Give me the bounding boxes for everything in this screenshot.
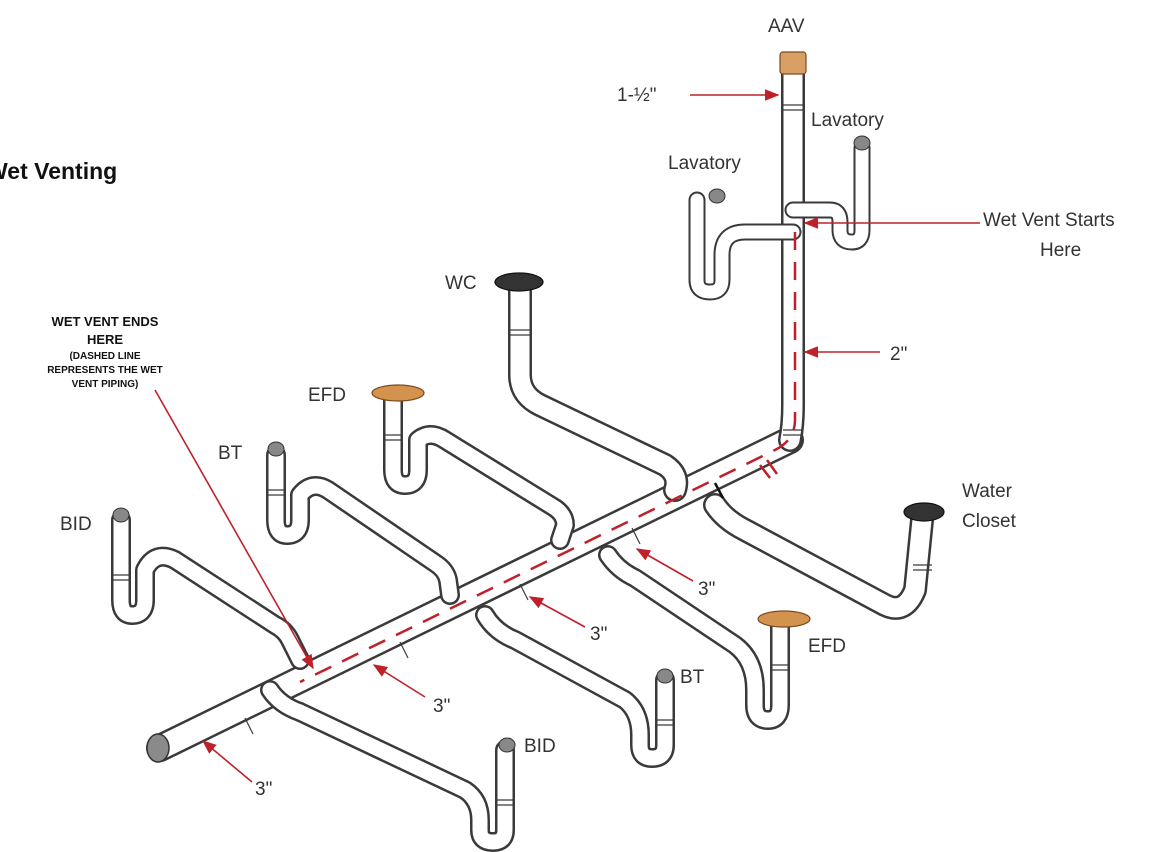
main-size-label-3: 3" xyxy=(433,696,450,717)
wet-vent-ends-label: WET VENT ENDS xyxy=(52,314,159,329)
efd-left-label: EFD xyxy=(308,385,346,406)
wet-vent-starts-label: Wet Vent Starts xyxy=(983,210,1115,231)
pipe-couplings xyxy=(113,104,932,806)
water-closet-label-line2: Closet xyxy=(962,511,1017,532)
bt-left-branch-pipe xyxy=(266,445,460,605)
wet-vent-note-line1: (DASHED LINE xyxy=(69,351,140,362)
bt-right-branch-pipe xyxy=(475,605,675,768)
bid-left-branch-pipe xyxy=(111,510,310,670)
bt-right-label: BT xyxy=(680,667,705,688)
bid-right-branch-pipe xyxy=(260,680,515,852)
aav-cap xyxy=(779,51,807,75)
efd-right-branch-pipe xyxy=(598,545,790,730)
pipe-network xyxy=(111,58,934,852)
water-closet-flange xyxy=(903,502,945,522)
wet-vent-note-line2: REPRESENTS THE WET xyxy=(47,365,163,376)
wet-vent-ends-arrow xyxy=(154,389,314,670)
aav-label: AAV xyxy=(768,16,805,37)
bt-left-label: BT xyxy=(218,443,243,464)
vent-size-label: 1-½" xyxy=(617,85,656,106)
stack-size-label: 2" xyxy=(890,344,907,365)
water-closet-branch-pipe xyxy=(703,493,934,620)
main-size-arrow-1 xyxy=(635,548,694,582)
wc-branch-pipe xyxy=(508,278,689,502)
main-size-arrow-2 xyxy=(528,596,586,628)
water-closet-label: Water xyxy=(962,481,1013,502)
fixture-tailpiece-caps xyxy=(112,135,871,753)
wet-vent-note-line3: VENT PIPING) xyxy=(72,379,139,390)
bid-right-label: BID xyxy=(524,736,556,757)
diagram-title: Wet Venting xyxy=(0,158,117,184)
vertical-stack-pipe xyxy=(778,58,805,452)
diagram-labels: Wet Venting AAV 1-½" Lavatory Lavatory W… xyxy=(0,16,1115,800)
bid-left-label: BID xyxy=(60,514,92,535)
main-size-arrow-3 xyxy=(372,664,426,698)
wet-vent-ends-label-line2: HERE xyxy=(87,332,123,347)
main-size-label-1: 3" xyxy=(698,579,715,600)
wc-flange xyxy=(494,272,544,292)
efd-left-cap xyxy=(371,384,425,402)
lavatory-left-label: Lavatory xyxy=(668,153,741,174)
lavatory-left-trap xyxy=(688,191,802,301)
efd-right-cap xyxy=(757,610,811,628)
main-drain-pipe xyxy=(146,426,804,762)
main-drain-cleanout-cap xyxy=(146,733,170,763)
wc-label: WC xyxy=(445,273,477,294)
lavatory-right-trap xyxy=(784,139,871,251)
main-size-arrow-4 xyxy=(201,740,253,783)
callout-arrows xyxy=(154,89,980,783)
lavatory-right-label: Lavatory xyxy=(811,110,884,131)
wet-vent-starts-label-line2: Here xyxy=(1040,240,1081,261)
wet-vent-dashed-line xyxy=(299,232,797,684)
efd-left-branch-pipe xyxy=(383,390,575,550)
main-size-label-4: 3" xyxy=(255,779,272,800)
efd-right-label: EFD xyxy=(808,636,846,657)
main-size-label-2: 3" xyxy=(590,624,607,645)
